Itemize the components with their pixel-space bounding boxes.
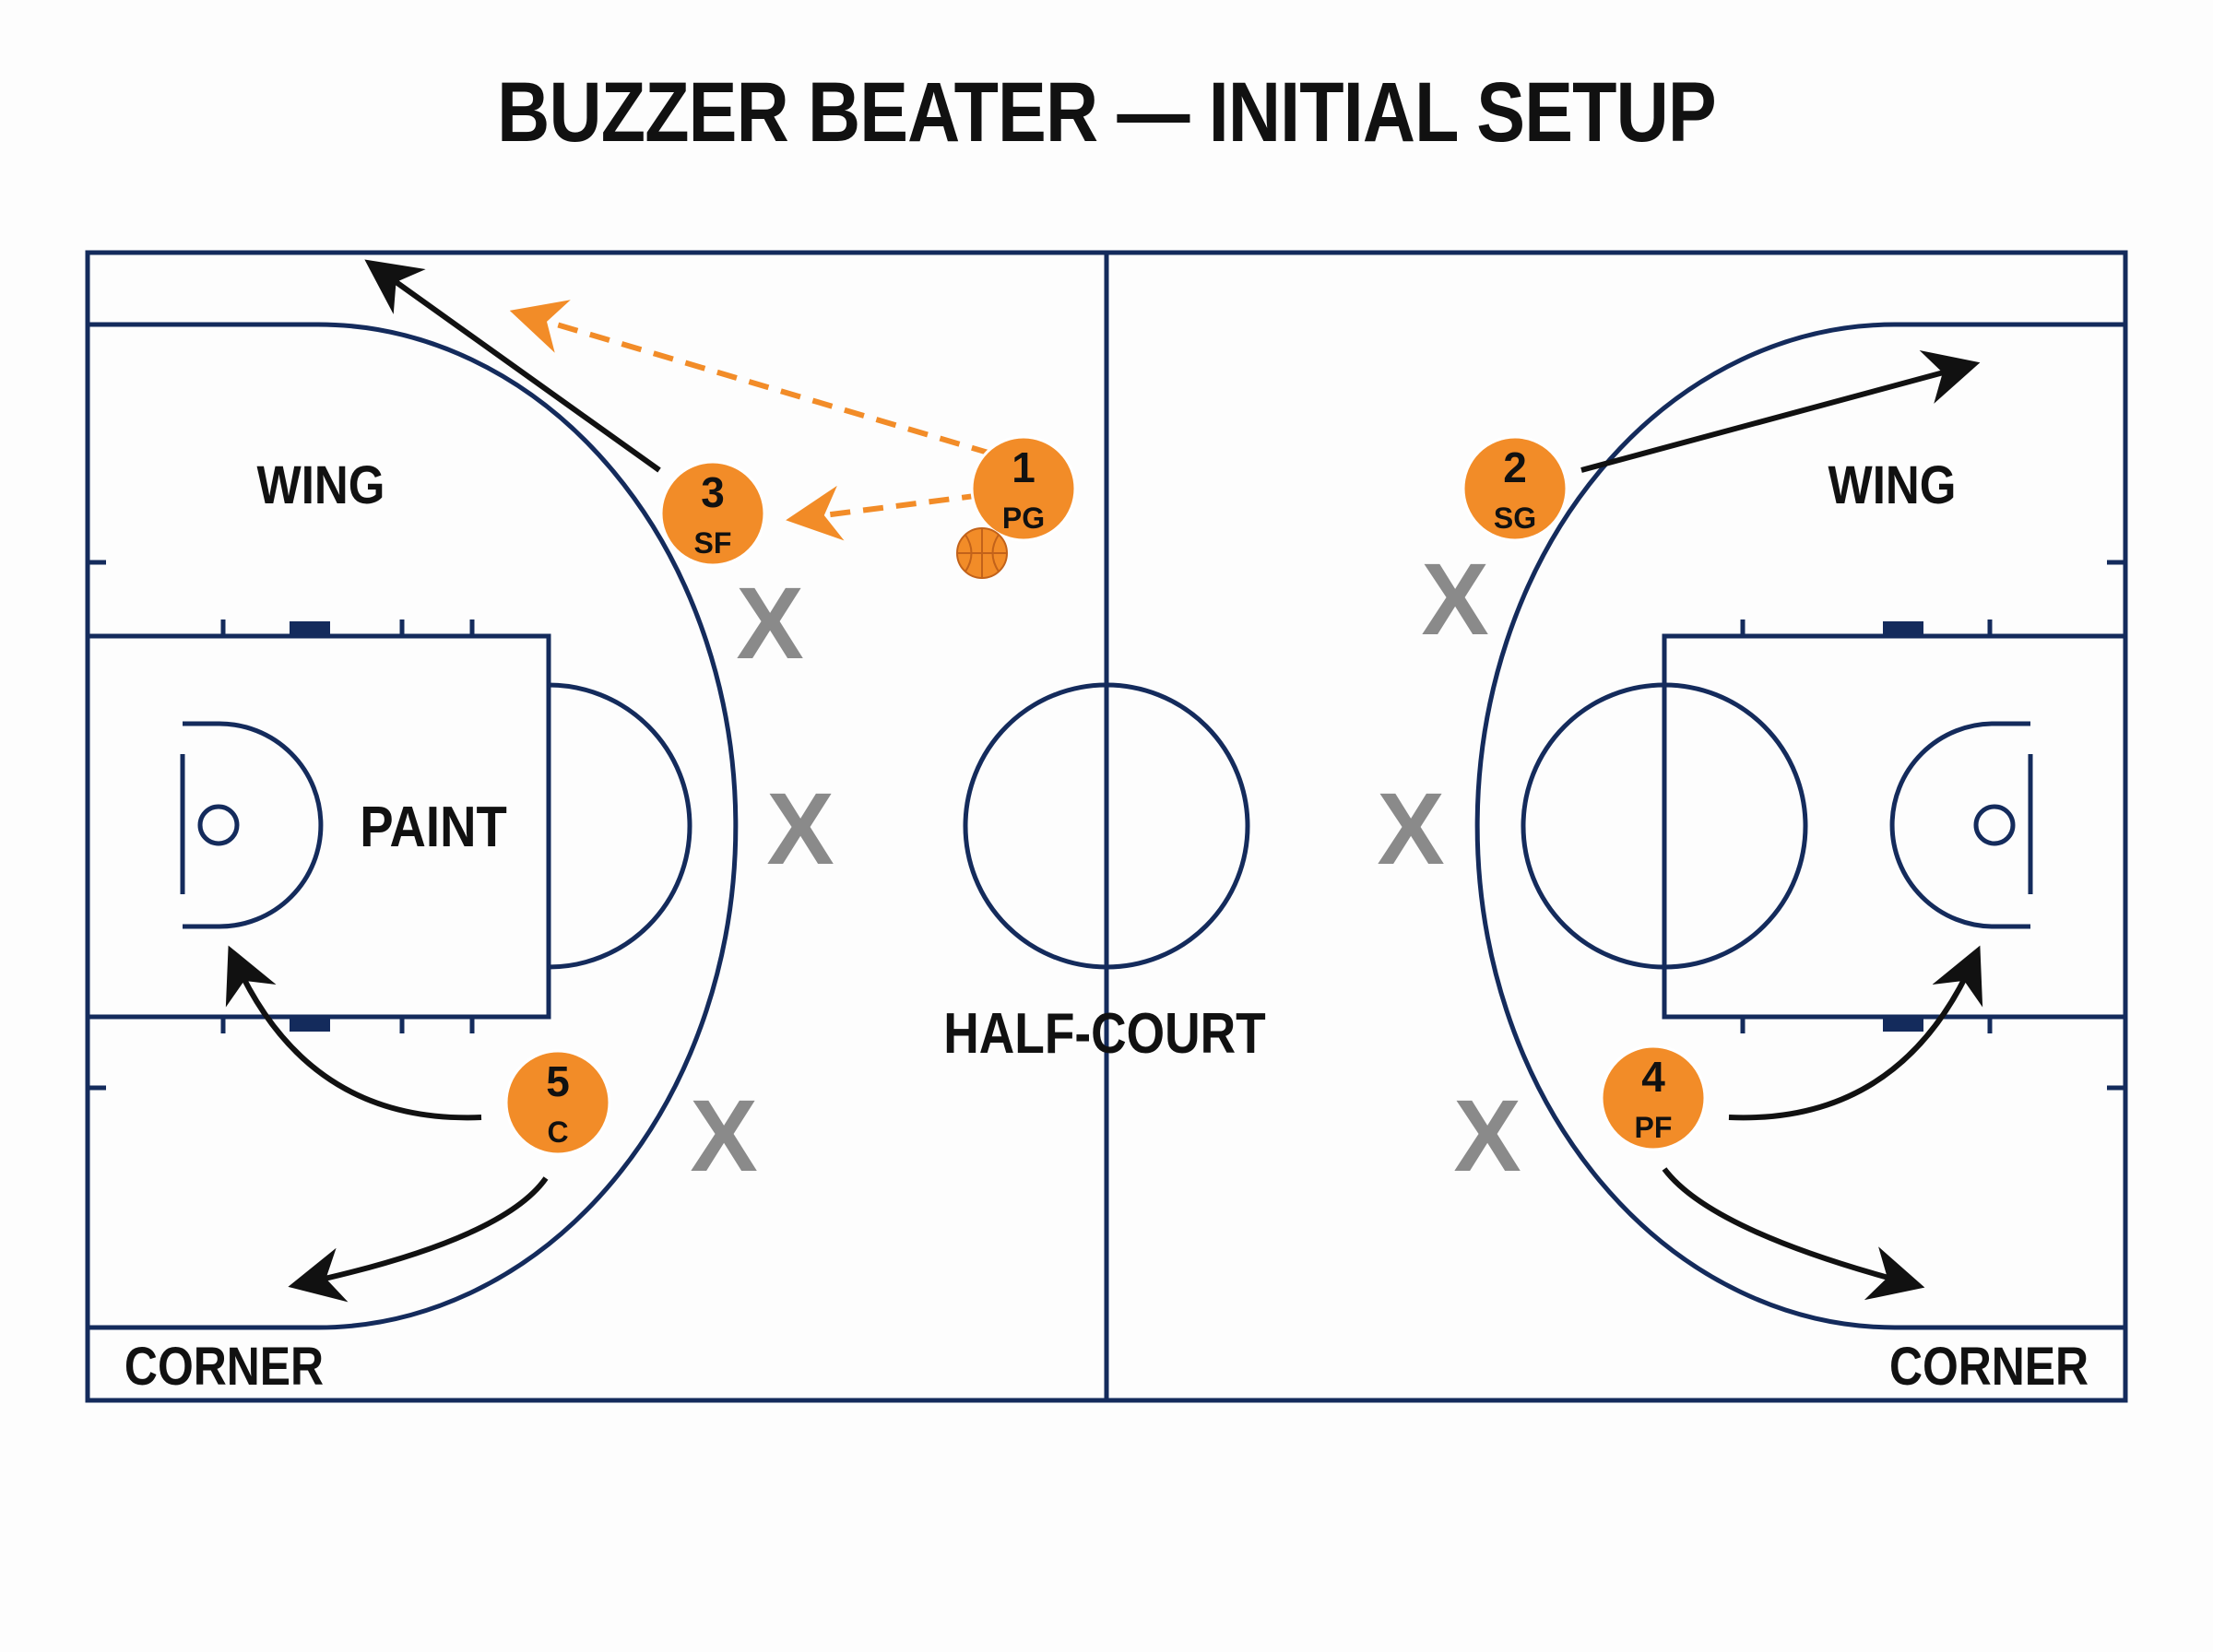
player-4[interactable]: 4 PF [1600, 1044, 1707, 1151]
pass-arrow-to-wing [509, 300, 992, 456]
player-position: PF [1635, 1111, 1673, 1144]
player-marker [659, 460, 766, 567]
free-throw-circle-right [1521, 682, 1808, 970]
label-wing-left: WING [257, 455, 385, 515]
court-lines [85, 250, 2128, 1403]
player-marker [1462, 435, 1568, 542]
defender-x: X [690, 1080, 757, 1193]
pass-arrow-to-sf [786, 485, 983, 541]
cut-arrow-pf-down [1662, 1167, 1925, 1301]
free-throw-arc-left [548, 682, 692, 970]
player-marker [970, 435, 1077, 542]
player-marker [1600, 1044, 1707, 1151]
lane-hashes-right [1740, 560, 2125, 1091]
cut-arrow-sf [364, 259, 661, 473]
cut-arrow-sg [1580, 349, 1981, 473]
player-number: 1 [1012, 443, 1035, 491]
defenders: X X X X X X [690, 543, 1521, 1193]
label-corner-right: CORNER [1889, 1338, 2089, 1397]
cut-arrow-pf-up [1728, 945, 1983, 1121]
player-number: 5 [546, 1057, 570, 1105]
basketball-icon [956, 527, 1008, 579]
player-marker [504, 1049, 611, 1156]
center-circle [963, 682, 1250, 970]
player-3[interactable]: 3 SF [659, 460, 766, 567]
lane-hashes-left [88, 560, 475, 1091]
paint-right [1662, 633, 2128, 1020]
player-position: PG [1002, 502, 1045, 535]
pass-arrows [509, 300, 992, 541]
cut-arrows [225, 259, 1983, 1303]
zone-labels: WING WING PAINT HALF-COURT CORNER CORNER [124, 455, 2089, 1397]
restricted-arc-left [183, 721, 324, 929]
three-point-line-right [1474, 322, 2125, 1330]
defender-x: X [736, 567, 803, 680]
three-point-line-left [88, 322, 739, 1330]
players: 1 PG 2 SG 3 SF 4 PF 5 C [504, 435, 1707, 1156]
player-number: 2 [1503, 443, 1527, 491]
defender-x: X [1421, 543, 1488, 656]
block-left-bottom [290, 1017, 330, 1032]
block-right-top [1883, 621, 1923, 636]
player-5[interactable]: 5 C [504, 1049, 611, 1156]
block-right-bottom [1883, 1017, 1923, 1032]
defender-x: X [766, 773, 834, 886]
player-position: SG [1494, 502, 1536, 535]
label-half-court: HALF-COURT [943, 1002, 1265, 1066]
defender-x: X [1377, 773, 1444, 886]
player-position: C [547, 1115, 568, 1149]
player-number: 3 [701, 468, 725, 516]
restricted-arc-right [1889, 721, 2030, 929]
player-2[interactable]: 2 SG [1462, 435, 1568, 542]
label-corner-left: CORNER [124, 1338, 324, 1397]
label-wing-right: WING [1828, 455, 1957, 515]
hoop-left [197, 804, 240, 846]
block-left-top [290, 621, 330, 636]
cut-arrow-c-up [225, 945, 482, 1121]
diagram-title: BUZZER BEATER — INITIAL SETUP [497, 65, 1716, 159]
label-paint: PAINT [360, 796, 507, 859]
cut-arrow-c-down [288, 1176, 549, 1303]
player-number: 4 [1641, 1053, 1665, 1101]
player-position: SF [694, 526, 732, 560]
hoop-right [1973, 804, 2016, 846]
player-1[interactable]: 1 PG [970, 435, 1077, 542]
defender-x: X [1453, 1080, 1521, 1193]
